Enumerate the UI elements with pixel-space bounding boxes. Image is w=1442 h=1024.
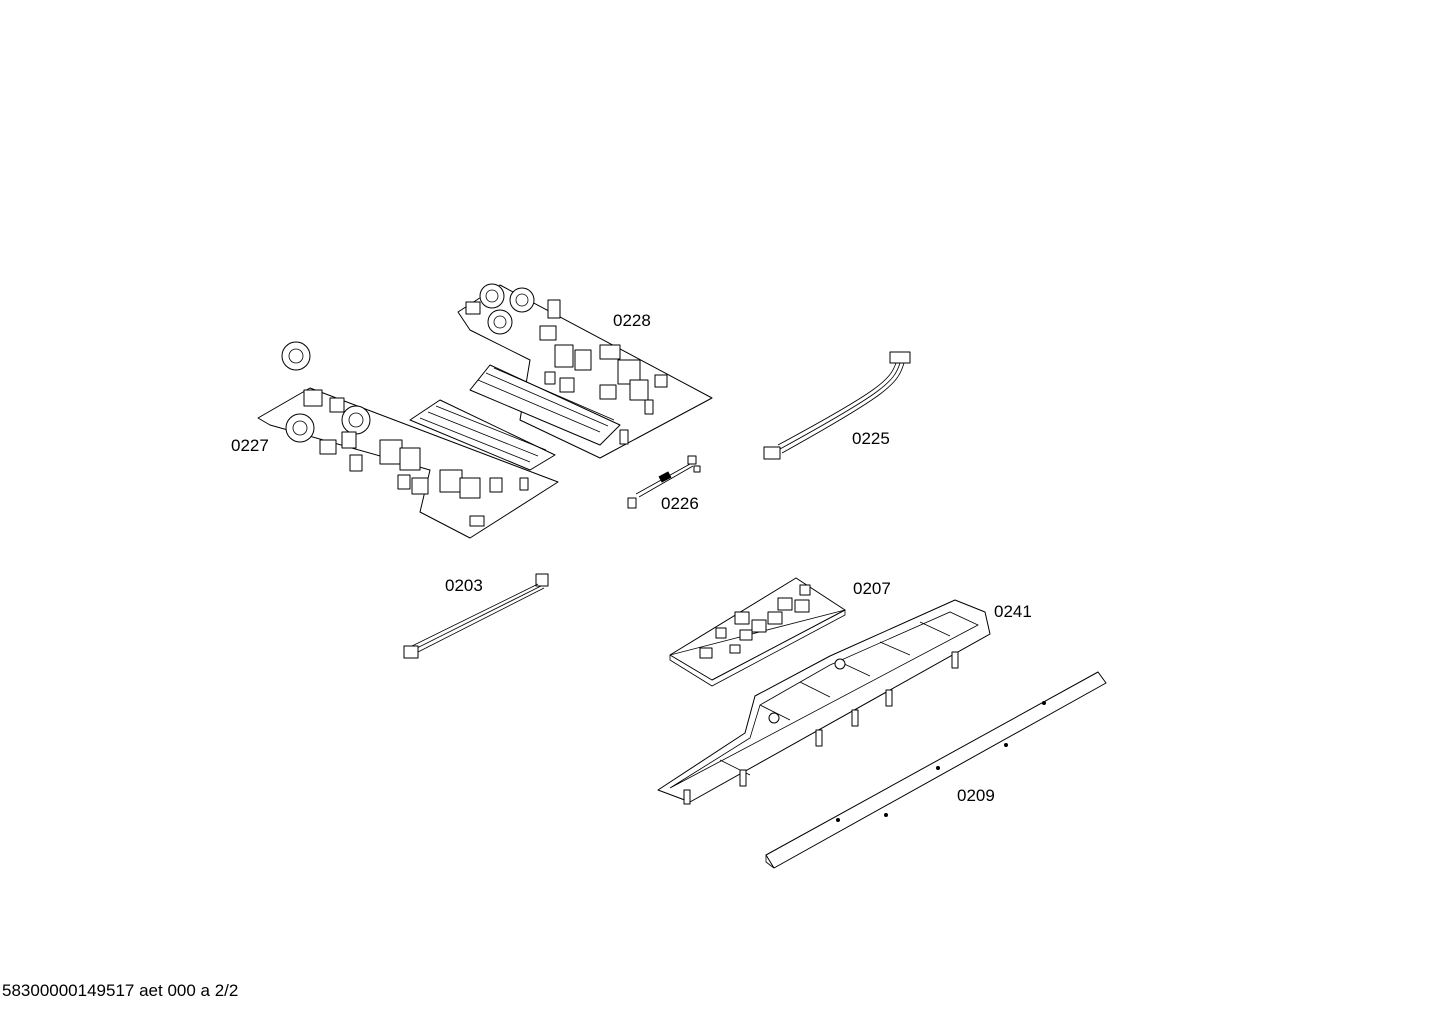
part-label-0226[interactable]: 0226 xyxy=(661,494,699,513)
drawing-number-footer: 58300000149517 aet 000 a 2/2 xyxy=(2,981,239,1000)
power-board-lower-drawing[interactable] xyxy=(257,341,559,539)
part-label-0203[interactable]: 0203 xyxy=(445,576,483,595)
part-label-0225[interactable]: 0225 xyxy=(852,429,890,448)
part-label-0209[interactable]: 0209 xyxy=(957,786,995,805)
part-label-0227[interactable]: 0227 xyxy=(231,436,269,455)
power-board-upper-drawing[interactable] xyxy=(457,283,713,459)
cable-0203-drawing[interactable] xyxy=(403,573,549,659)
part-label-0207[interactable]: 0207 xyxy=(853,579,891,598)
cable-0225-drawing[interactable] xyxy=(763,351,911,460)
part-label-0228[interactable]: 0228 xyxy=(613,311,651,330)
mounting-frame-drawing[interactable] xyxy=(657,599,991,805)
mounting-strip-drawing[interactable] xyxy=(765,671,1107,869)
control-board-drawing[interactable] xyxy=(669,577,846,687)
part-label-0241[interactable]: 0241 xyxy=(994,602,1032,621)
cable-0226-drawing[interactable] xyxy=(627,455,701,509)
